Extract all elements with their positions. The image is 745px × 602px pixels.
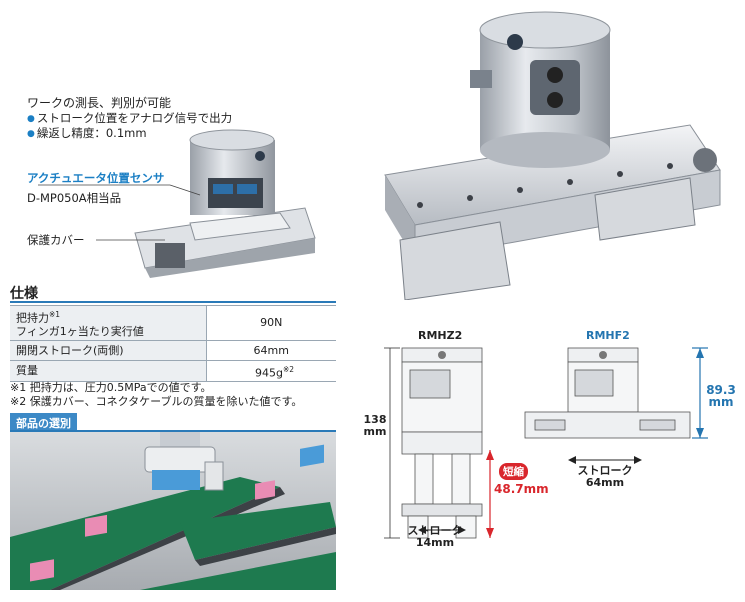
spec-label: 質量 bbox=[10, 359, 207, 383]
stroke-left-dimension: ストローク 14mm bbox=[395, 525, 475, 549]
height-right-value: 89.3 bbox=[706, 383, 736, 397]
selection-tag: 部品の選別 bbox=[10, 413, 77, 433]
spec-label: 把持力※1 フィンガ1ヶ当たり実行値 bbox=[10, 305, 207, 341]
cover-callout: 保護カバー bbox=[27, 233, 85, 247]
intro-heading: ワークの測長、判別が可能 bbox=[27, 96, 172, 110]
left-model-label: RMHZ2 bbox=[418, 329, 463, 342]
sensor-callout-title: アクチュエータ位置センサ bbox=[27, 171, 165, 185]
spec-note-1: ※1 把持力は、圧力0.5MPaでの値です。 bbox=[10, 381, 212, 394]
spec-label-text: 把持力 bbox=[16, 311, 49, 325]
spec-table: 把持力※1 フィンガ1ヶ当たり実行値 90N 開閉ストローク(両側) 64mm … bbox=[10, 305, 336, 383]
stroke-right-label: ストローク bbox=[577, 464, 633, 477]
stroke-left-value: 14mm bbox=[415, 536, 455, 549]
callout-lines bbox=[38, 184, 201, 241]
footnote-mark: ※1 bbox=[49, 310, 61, 319]
spec-title-rule bbox=[10, 301, 336, 303]
spec-label-text: 質量 bbox=[16, 364, 38, 378]
intro-bullet-stroke: ストローク位置をアナログ信号で出力 bbox=[27, 111, 232, 127]
product-photo-sensor bbox=[134, 129, 316, 278]
sensor-callout-model: D-MP050A相当品 bbox=[27, 191, 122, 205]
bullet-text: ストローク位置をアナログ信号で出力 bbox=[36, 111, 233, 125]
height-left-dimension: 138 mm bbox=[363, 414, 387, 438]
dimension-drawing bbox=[384, 347, 708, 539]
spec-label: 開閉ストローク(両側) bbox=[10, 339, 207, 361]
intro-bullet-repeatability: 繰返し精度：0.1mm bbox=[27, 126, 147, 142]
selection-rule bbox=[10, 430, 336, 432]
spec-value-text: 90N bbox=[260, 316, 283, 330]
spec-value: 90N bbox=[206, 305, 336, 341]
height-right-unit: mm bbox=[708, 395, 734, 409]
spec-value-text: 945g bbox=[254, 366, 283, 380]
stroke-right-value: 64mm bbox=[585, 476, 625, 489]
product-photo-main bbox=[384, 11, 721, 300]
spec-note-2: ※2 保護カバー、コネクタケーブルの質量を除いた値です。 bbox=[10, 395, 303, 408]
spec-value-text: 64mm bbox=[253, 343, 289, 357]
table-row: 開閉ストローク(両側) 64mm bbox=[10, 339, 336, 361]
stroke-left-label: ストローク bbox=[407, 524, 463, 537]
spec-title: 仕様 bbox=[10, 286, 38, 302]
footnote-mark: ※2 bbox=[282, 364, 294, 374]
selection-illustration bbox=[10, 432, 336, 590]
spec-value: 945g※2 bbox=[206, 359, 336, 383]
height-left-value: 138 bbox=[363, 413, 387, 426]
bullet-text: 繰返し精度：0.1mm bbox=[36, 126, 147, 140]
short-value: 48.7mm bbox=[494, 482, 549, 496]
height-left-unit: mm bbox=[363, 425, 387, 438]
spec-value: 64mm bbox=[206, 339, 336, 361]
table-row: 質量 945g※2 bbox=[10, 359, 336, 383]
table-row: 把持力※1 フィンガ1ヶ当たり実行値 90N bbox=[10, 305, 336, 341]
short-tag: 短縮 bbox=[499, 463, 528, 480]
right-model-label: RMHF2 bbox=[586, 329, 630, 342]
spec-label-text: 開閉ストローク(両側) bbox=[16, 343, 124, 357]
stroke-right-dimension: ストローク 64mm bbox=[565, 465, 645, 489]
spec-label-subtext: フィンガ1ヶ当たり実行値 bbox=[16, 324, 144, 338]
height-right-dimension: 89.3 mm bbox=[706, 384, 736, 408]
